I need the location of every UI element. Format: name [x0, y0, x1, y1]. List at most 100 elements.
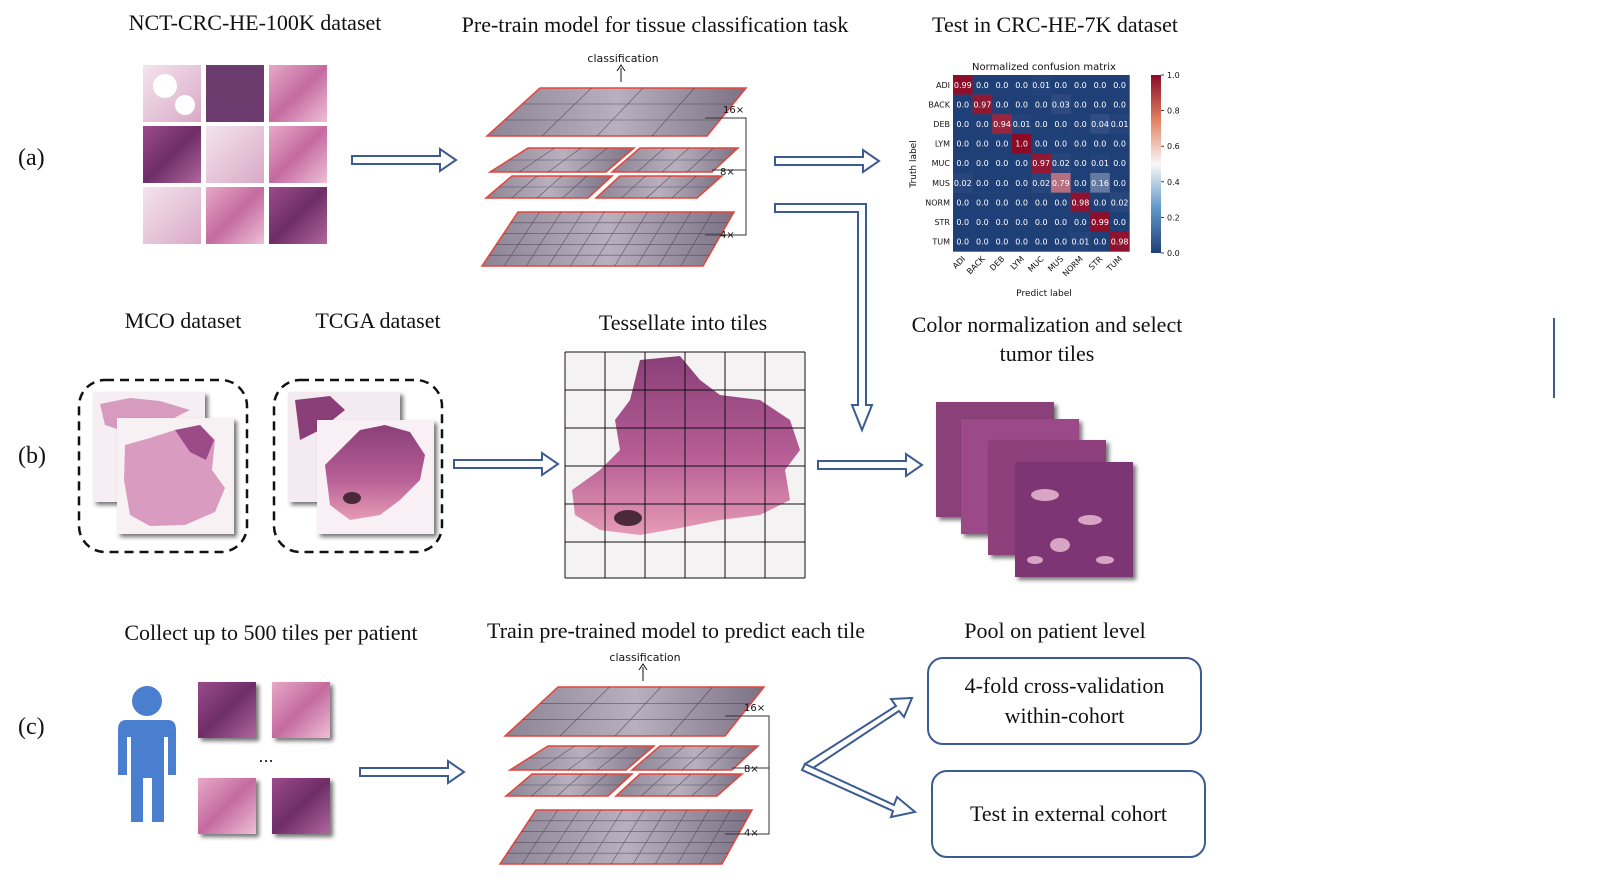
- heatmap-cell: [1109, 114, 1130, 135]
- pyramid-bracket: [725, 715, 770, 835]
- heatmap-cell-value: 0.0: [996, 81, 1009, 90]
- heatmap-cell: [1051, 94, 1071, 115]
- heatmap-cell: [972, 173, 993, 193]
- heatmap-cell-value: 0.99: [1091, 218, 1109, 227]
- heatmap-cell-value: 0.0: [1035, 100, 1048, 109]
- arrow-to-external-test: [800, 762, 918, 819]
- heatmap-cell: [1090, 192, 1111, 213]
- train-feature-pyramid: classification 16× 8× 4×: [498, 651, 770, 865]
- row-tick-label: ADI: [936, 81, 950, 90]
- adipose-vacuole: [153, 74, 177, 98]
- heatmap-cell-value: 0.0: [1113, 159, 1126, 168]
- pretrain-model-title: Pre-train model for tissue classificatio…: [461, 12, 849, 37]
- heatmap-cell-value: 0.0: [1113, 81, 1126, 90]
- heatmap-cell: [1109, 231, 1130, 252]
- heatmap-cell: [972, 133, 993, 154]
- tcga-dataset-title: TCGA dataset: [315, 308, 441, 333]
- heatmap-cell-value: 0.0: [976, 238, 989, 247]
- heatmap-cell-value: 0.0: [976, 81, 989, 90]
- heatmap-cell: [1051, 133, 1071, 154]
- heatmap-cell: [1090, 173, 1111, 193]
- patient-tile-3: [198, 778, 256, 834]
- scale-16x-label: 16×: [723, 105, 744, 116]
- row-tick-label: LYM: [935, 140, 950, 149]
- external-cohort-label: Test in external cohort: [969, 801, 1167, 827]
- tile-debris: [269, 65, 327, 122]
- cross-validation-line1: 4-fold cross-validation: [964, 673, 1165, 699]
- heatmap-cell: [1031, 94, 1052, 115]
- tcga-dashed-frame: [272, 378, 444, 554]
- tessellate-tissue: [572, 356, 800, 535]
- heatmap-cell-value: 0.99: [954, 81, 972, 90]
- tile-tumor: [269, 187, 327, 244]
- scale-8x-label: 8×: [720, 167, 735, 178]
- heatmap-cell: [1090, 133, 1111, 154]
- tile-lymph: [143, 126, 201, 183]
- pyramid-bracket: [705, 117, 747, 236]
- classification-label: classification: [587, 52, 658, 65]
- tile-mucus: [206, 126, 264, 183]
- heatmap-cell-value: 0.0: [1015, 179, 1028, 188]
- nct-tile-grid: [143, 65, 327, 244]
- adipose-vacuole: [175, 95, 195, 115]
- heatmap-cell-value: 0.97: [1032, 159, 1050, 168]
- row-tick-label: NORM: [925, 198, 950, 207]
- heatmap-cell: [1031, 173, 1052, 193]
- heatmap-cell: [1031, 75, 1052, 95]
- heatmap-cell-value: 0.0: [1054, 120, 1067, 129]
- col-tick-label: MUC: [1026, 254, 1046, 274]
- heatmap-cell-value: 0.04: [1091, 120, 1109, 129]
- cross-validation-box: 4-fold cross-validation within-cohort: [927, 657, 1202, 745]
- heatmap-cell: [1011, 94, 1032, 115]
- heatmap-cell: [1031, 114, 1052, 135]
- row-tick-label: MUS: [932, 179, 950, 188]
- heatmap-cell-value: 1.0: [1015, 140, 1028, 149]
- heatmap-cell-value: 0.02: [954, 179, 972, 188]
- heatmap-cell-value: 0.0: [1094, 81, 1107, 90]
- heatmap-cell: [1090, 153, 1111, 174]
- heatmap-cell-value: 0.0: [1015, 159, 1028, 168]
- heatmap-cell: [1070, 153, 1091, 174]
- heatmap-cell: [992, 94, 1013, 115]
- heatmap-cell: [1031, 153, 1052, 174]
- panel-label-b: (b): [18, 443, 46, 469]
- colorbar-tick-label: 0.0: [1167, 249, 1180, 258]
- col-tick-label: BACK: [965, 254, 987, 276]
- heatmap-cell-value: 0.0: [996, 238, 1009, 247]
- normalize-title-line2: tumor tiles: [999, 341, 1095, 366]
- arrow-tessellate-to-normalize: [817, 453, 923, 477]
- heatmap-cell: [953, 192, 973, 213]
- heatmap-cell-value: 0.0: [1074, 218, 1087, 227]
- heatmap-cell-value: 0.0: [996, 218, 1009, 227]
- heatmap-cell: [972, 153, 993, 174]
- tessellate-title: Tessellate into tiles: [598, 310, 768, 335]
- heatmap-cell: [1031, 133, 1052, 154]
- heatmap-cell: [1109, 212, 1130, 233]
- heatmap-cell: [1051, 192, 1071, 213]
- heatmap-cell: [1011, 133, 1032, 154]
- patient-tile-2: [272, 682, 330, 738]
- heatmap-cell: [953, 94, 973, 115]
- scale-8x-label: 8×: [744, 764, 759, 775]
- panel-label-c: (c): [18, 714, 45, 740]
- heatmap-cell: [1090, 94, 1111, 115]
- heatmap-cell-value: 0.0: [1015, 218, 1028, 227]
- mco-dashed-frame: [77, 378, 249, 554]
- heatmap-cell: [1070, 212, 1091, 233]
- heatmap-cell-value: 0.0: [1113, 140, 1126, 149]
- heatmap-cell: [992, 231, 1013, 252]
- heatmap-cell-value: 0.0: [956, 218, 969, 227]
- heatmap-cell: [992, 114, 1013, 135]
- heatmap-cell: [1109, 192, 1130, 213]
- heatmap-cell-value: 0.16: [1091, 179, 1109, 188]
- heatmap-cell: [1051, 75, 1071, 95]
- heatmap-cell: [1051, 153, 1071, 174]
- heatmap-cell: [1011, 114, 1032, 135]
- classification-label: classification: [609, 651, 680, 664]
- classification-arrow-head: [638, 663, 648, 671]
- patient-tile-4: [272, 778, 330, 834]
- heatmap-cell-value: 0.0: [1094, 238, 1107, 247]
- heatmap-cell-value: 0.0: [976, 140, 989, 149]
- heatmap-cell-value: 0.0: [1113, 218, 1126, 227]
- normalize-title-line1: Color normalization and select: [911, 312, 1183, 337]
